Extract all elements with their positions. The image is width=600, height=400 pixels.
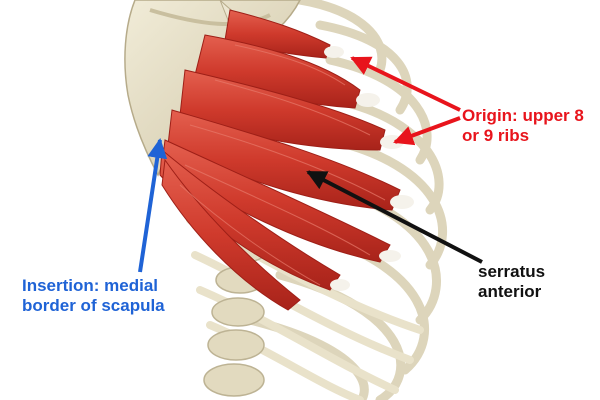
serratus-label-line1: serratus <box>478 262 546 281</box>
origin-label-line1: Origin: upper 8 <box>462 106 584 125</box>
serratus-anterior-muscle <box>159 9 401 311</box>
serratus-anterior-label: serratus anterior <box>478 262 545 302</box>
insertion-label-line2: border of scapula <box>22 296 165 315</box>
serratus-label-line2: anterior <box>478 282 542 301</box>
origin-label-line2: or 9 ribs <box>462 126 530 145</box>
origin-label: Origin: upper 8 or 9 ribs <box>462 106 584 146</box>
muscle-fibers <box>179 44 386 286</box>
origin-arrows <box>350 56 461 146</box>
insertion-arrow <box>138 138 168 273</box>
insertion-label-line1: Insertion: medial <box>22 276 159 295</box>
insertion-label: Insertion: medial border of scapula <box>22 276 165 316</box>
serratus-arrow <box>306 170 483 264</box>
tendon-tips <box>324 46 414 291</box>
